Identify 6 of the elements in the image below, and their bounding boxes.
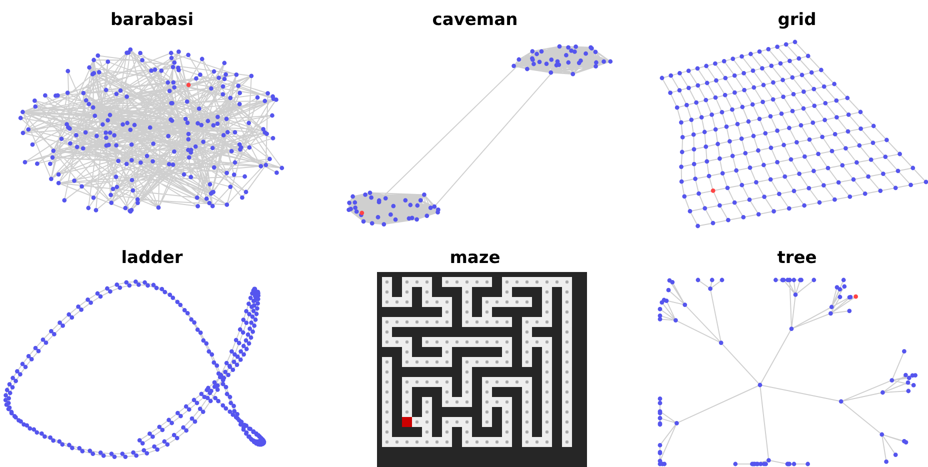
panel-title: tree [777, 248, 817, 268]
panel-title: maze [450, 248, 500, 268]
panel-title: grid [778, 10, 816, 30]
panel-title: ladder [121, 248, 183, 268]
panel-title: caveman [432, 10, 518, 30]
panel-title: barabasi [110, 10, 194, 30]
